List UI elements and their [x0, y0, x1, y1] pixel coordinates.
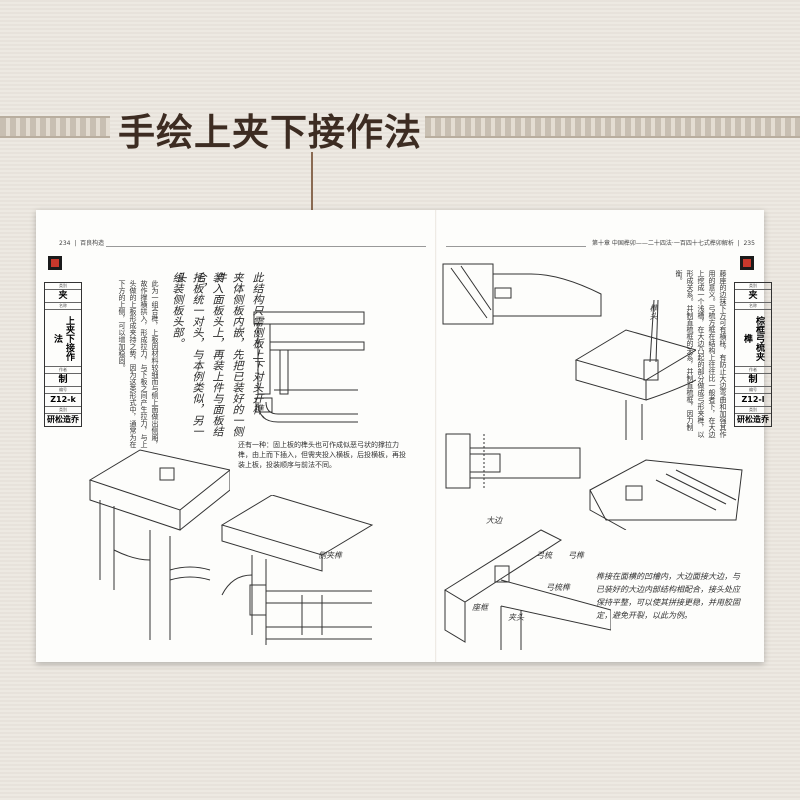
right-type: 研松造乔 [737, 415, 769, 424]
right-name: 棕框弓梳夹榫 [742, 315, 764, 361]
left-type-label: 类别 [45, 407, 81, 414]
decorative-band-right [425, 116, 800, 138]
left-category-label: 类别 [45, 283, 81, 290]
seat-weave-sketch [589, 459, 743, 530]
right-annotation-1: 大边 [486, 516, 502, 525]
right-logo-icon [740, 256, 754, 270]
right-page-number: 235 [743, 240, 755, 247]
left-type: 研松造乔 [47, 415, 79, 424]
right-annotation-4: 弓梳榫 [546, 583, 570, 592]
left-author: 制 [45, 374, 81, 387]
right-running-title: 第十章 中国榫卯——二十四法·一百四十七式榫卯解析 [592, 240, 734, 247]
right-handwritten-note: 榫接在面横的凹槽内，大边面接大边，与已装好的大边内部结构相配合，接头处应保持平整… [596, 572, 740, 620]
seat-frame-sketch [574, 299, 696, 440]
right-name-label: 名称 [735, 303, 771, 310]
joint-section-sketch [445, 433, 581, 490]
left-running-head: 234 | 百良构造 [59, 240, 105, 247]
right-annotation-5: 座框 [472, 603, 488, 612]
left-code-label: 编号 [45, 387, 81, 394]
right-type-label: 类别 [735, 407, 771, 414]
left-running-title: 百良构造 [80, 240, 105, 247]
left-info-table: 类别 夹 名称 上夹下接作法 作者 制 编号 Z12-k 类别 研松造乔 [44, 282, 82, 427]
left-name-label: 名称 [45, 303, 81, 310]
joint-detail-sketch [220, 495, 374, 645]
left-author-label: 作者 [45, 367, 81, 374]
table-corner-sketch [88, 449, 230, 640]
left-logo-icon [48, 256, 62, 270]
handwritten-column-3: 装入面板头上，再装上件与面板结合， [194, 272, 224, 437]
book-gutter [435, 210, 437, 662]
handwritten-column-4: 托板统一对头，与本例类似，另一头 [174, 272, 204, 437]
right-author-label: 作者 [735, 367, 771, 374]
frame-joint-sketch [253, 311, 365, 423]
headline: 手绘上夹下接作法 [118, 111, 422, 154]
left-code: Z12-k [45, 394, 81, 407]
right-annotation-6: 夹头 [508, 613, 524, 622]
left-name: 上夹下接作法 [52, 315, 74, 361]
right-annotation-3: 弓榫 [568, 551, 584, 560]
right-code: Z12-l [735, 394, 771, 407]
right-running-head: 第十章 中国榫卯——二十四法·一百四十七式榫卯解析 | 235 [592, 240, 755, 247]
open-book-spread: 234 | 百良构造 类别 夹 名称 上夹下接作法 作者 制 编号 Z12-k … [36, 210, 772, 662]
right-annotation-0: 榫头 [649, 304, 658, 320]
right-category-label: 类别 [735, 283, 771, 290]
right-category: 夹 [735, 290, 771, 303]
right-author: 制 [735, 374, 771, 387]
right-header-rule-a [446, 246, 586, 247]
left-category: 夹 [45, 290, 81, 303]
left-body-text: 此为一组合榫，上板因材料较细而与侧上面做出侧厢，故作撑横拱入，形成拉力，与下板之… [118, 280, 159, 448]
right-annotation-2: 弓梳 [536, 551, 552, 560]
right-info-table: 类别 夹 名称 棕框弓梳夹榫 作者 制 编号 Z12-l 类别 研松造乔 [734, 282, 772, 427]
left-caption: 还有一种：固上板的榫头也可作成似恶弓状的撑拉力榫，由上而下插入，但需夹投入横板，… [238, 441, 406, 469]
handwritten-column-5: 组装侧板头部。 [171, 272, 184, 349]
right-body-text: 藤座的边抹下方可有横枨，有防止大边弯曲和加强其作用的意义。弓梳方框在结构上往往比… [675, 270, 727, 438]
miter-joint-sketch [444, 529, 611, 650]
right-code-label: 编号 [735, 387, 771, 394]
tenon-elevation-sketch [442, 263, 602, 325]
left-page-number: 234 [59, 240, 71, 247]
handwritten-column-2: 夹体侧板内嵌，先把已装好的一侧件 [214, 272, 244, 437]
left-header-rule [106, 246, 426, 247]
decorative-band-left [0, 116, 110, 138]
left-annotation: 侧夹榫 [318, 551, 342, 560]
